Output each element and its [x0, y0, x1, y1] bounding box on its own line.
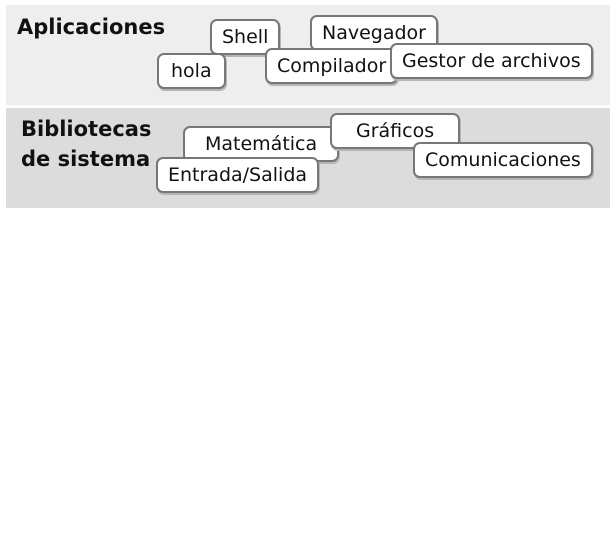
applications-layer: Aplicaciones Shell Navegador hola Compil… [6, 5, 610, 105]
system-libraries-layer: Bibliotecas de sistema Matemática Gráfic… [6, 108, 610, 208]
applications-layer-title: Aplicaciones [17, 15, 166, 39]
component-hola[interactable]: hola [157, 53, 226, 89]
component-comunicaciones[interactable]: Comunicaciones [413, 142, 593, 178]
component-compilador[interactable]: Compilador [265, 48, 399, 84]
component-shell[interactable]: Shell [210, 19, 281, 55]
component-entrada-salida[interactable]: Entrada/Salida [156, 157, 320, 193]
component-gestor-de-archivos[interactable]: Gestor de archivos [390, 43, 593, 79]
component-matematica[interactable]: Matemática [183, 126, 340, 162]
component-graficos[interactable]: Gráficos [330, 113, 461, 149]
system-libraries-layer-title: Bibliotecas de sistema [21, 117, 152, 171]
